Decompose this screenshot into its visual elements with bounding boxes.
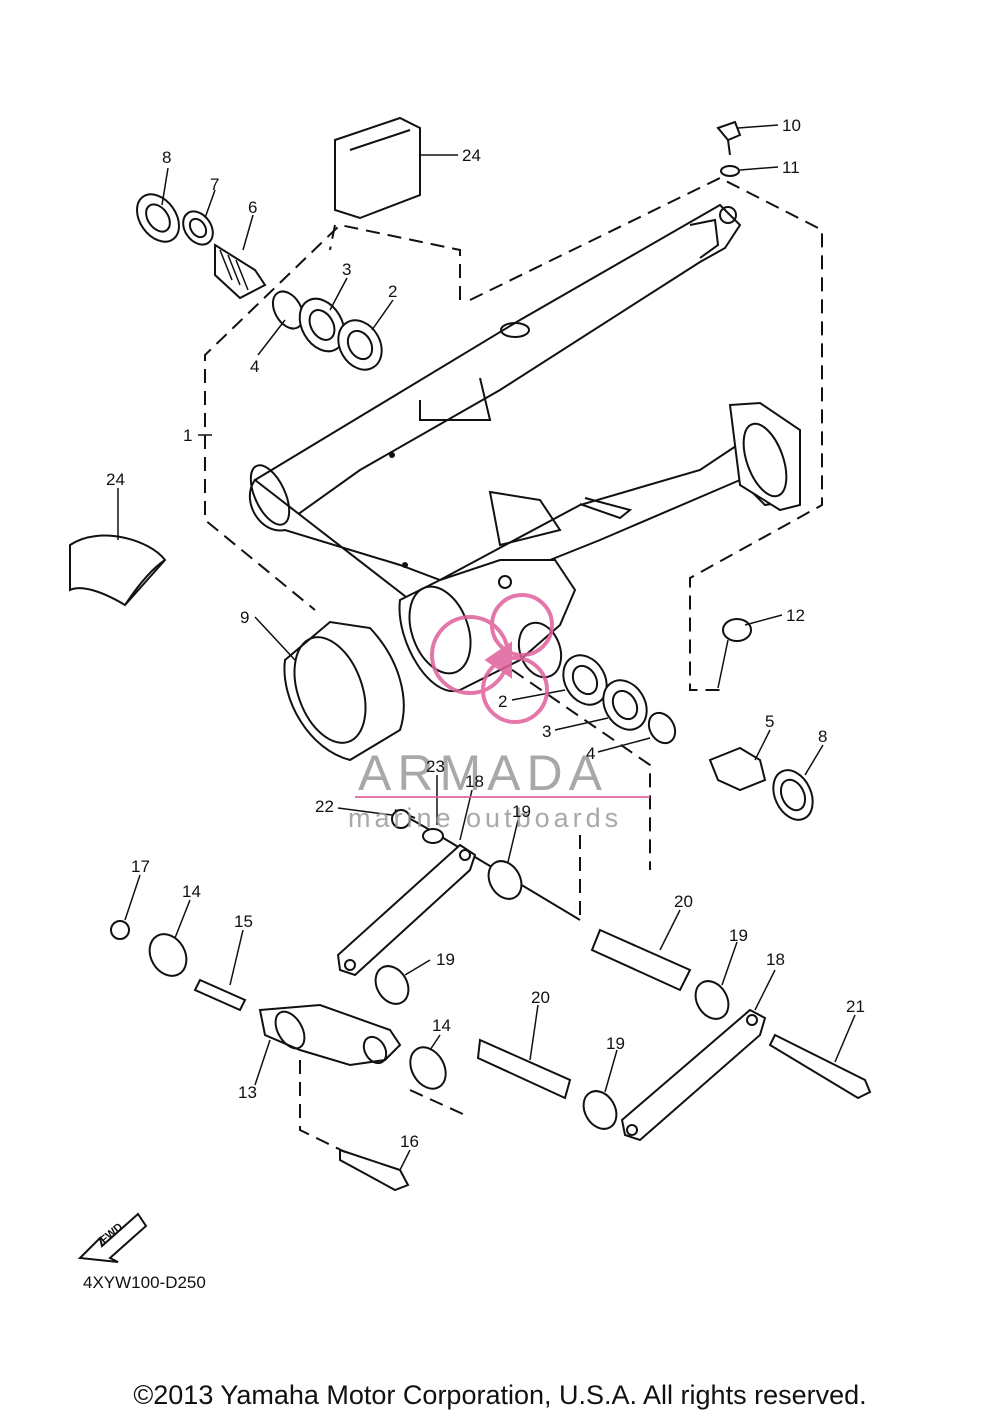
label-part-2-right: 2	[498, 692, 507, 711]
label-part-23: 23	[426, 757, 445, 776]
bolt-part-10	[716, 120, 742, 156]
bearing-stack-right	[562, 654, 814, 821]
label-part-6: 6	[248, 198, 257, 217]
label-part-13: 13	[238, 1083, 257, 1102]
label-part-19-b: 19	[729, 926, 748, 945]
ring-part-9	[283, 620, 405, 762]
label-part-15: 15	[234, 912, 253, 931]
assembly-outline	[204, 176, 823, 920]
label-part-2-top: 2	[388, 282, 397, 301]
watermark: ARMADA marine outboards	[348, 593, 650, 833]
label-part-24-left: 24	[106, 470, 125, 489]
label-part-18-right: 18	[766, 950, 785, 969]
watermark-logo-hub	[484, 641, 512, 679]
bearing-stack-left	[136, 193, 383, 371]
label-part-4-right: 4	[586, 744, 595, 763]
label-part-11: 11	[782, 158, 800, 177]
watermark-logo-ring-2	[490, 593, 554, 657]
label-part-22: 22	[315, 797, 334, 816]
label-part-5: 5	[765, 712, 774, 731]
label-part-9: 9	[240, 608, 249, 627]
swingarm	[248, 203, 802, 693]
fwd-arrow-icon: FWD	[77, 1212, 148, 1263]
watermark-logo-icon	[430, 593, 554, 724]
part-labels: 8 7 6 3 2 4 1 24 24 10 11 12 9 2 3 4 5 8…	[106, 116, 865, 1151]
copyright-notice: ©2013 Yamaha Motor Corporation, U.S.A. A…	[133, 1380, 867, 1410]
label-part-10: 10	[782, 116, 801, 135]
label-part-19-a: 19	[512, 802, 531, 821]
label-part-3-top: 3	[342, 260, 351, 279]
label-part-12: 12	[786, 606, 805, 625]
label-part-20-right: 20	[674, 892, 693, 911]
label-part-20-left: 20	[531, 988, 550, 1007]
label-part-4-top: 4	[250, 357, 259, 376]
label-part-16: 16	[400, 1132, 419, 1151]
diagram-code: 4XYW100-D250	[83, 1273, 206, 1292]
label-part-8-top: 8	[162, 148, 171, 167]
label-part-19-c: 19	[436, 950, 455, 969]
watermark-brand: ARMADA	[358, 745, 608, 801]
label-part-14-mid: 14	[432, 1016, 451, 1035]
pad-part-24-top	[334, 116, 421, 220]
label-part-24-top: 24	[462, 146, 481, 165]
label-part-3-right: 3	[542, 722, 551, 741]
label-part-18-top: 18	[465, 772, 484, 791]
washer-part-11	[720, 165, 740, 177]
label-part-14-left: 14	[182, 882, 201, 901]
label-part-17: 17	[131, 857, 150, 876]
label-part-1: 1	[183, 426, 192, 445]
label-part-8-right: 8	[818, 727, 827, 746]
watermark-logo-ring-3	[481, 656, 549, 724]
label-part-19-d: 19	[606, 1034, 625, 1053]
pad-part-24-left	[69, 534, 167, 607]
watermark-tagline: marine outboards	[348, 803, 622, 833]
linkage	[110, 809, 872, 1192]
label-part-21: 21	[846, 997, 865, 1016]
label-part-7: 7	[210, 175, 219, 194]
cap-part-12	[717, 618, 752, 689]
leader-lines	[117, 124, 856, 1171]
